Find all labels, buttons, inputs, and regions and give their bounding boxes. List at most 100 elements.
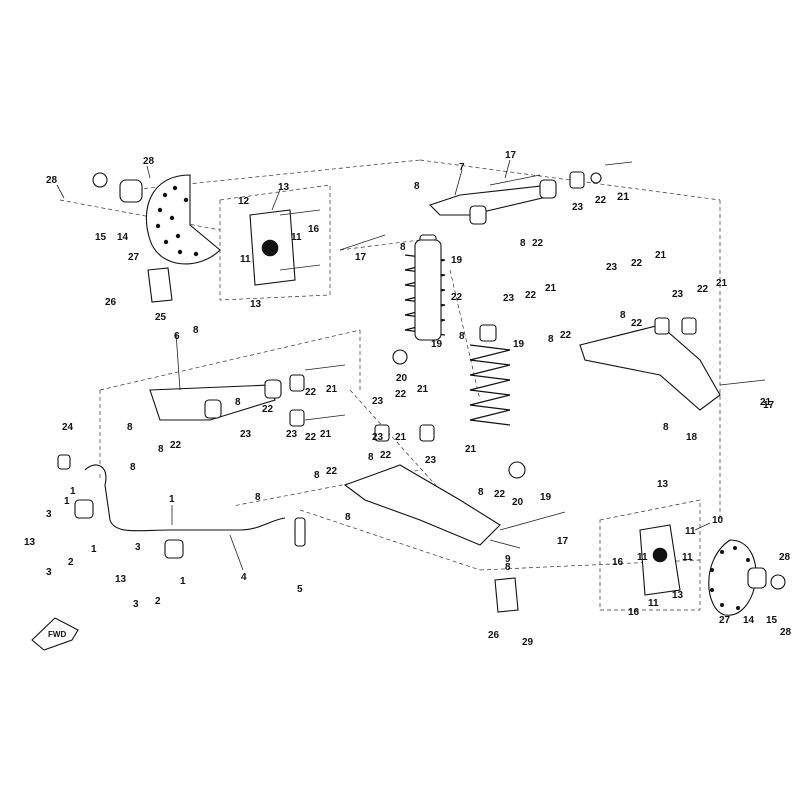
callout-19d: 19 — [540, 492, 552, 503]
callout-24: 24 — [62, 422, 74, 433]
callout-21g: 21 — [417, 384, 429, 395]
callout-21d: 21 — [716, 278, 728, 289]
callout-22a: 22 — [595, 195, 607, 206]
lower-arm-left — [149, 364, 346, 427]
callout-22l: 22 — [262, 404, 274, 415]
callout-20b: 20 — [512, 497, 524, 508]
snap-ring-left — [92, 172, 108, 188]
callout-27b: 27 — [719, 615, 731, 626]
upper-a-arm-right — [579, 317, 766, 411]
callout-5: 5 — [297, 584, 303, 595]
snap-ring-right — [770, 574, 786, 590]
callout-20a: 20 — [396, 373, 408, 384]
upper-a-arm-top — [428, 161, 633, 225]
callout-23b: 23 — [503, 293, 515, 304]
callout-29: 29 — [522, 637, 534, 648]
callout-23f: 23 — [372, 396, 384, 407]
callout-12: 12 — [238, 196, 250, 207]
callout-8m: 8 — [130, 462, 136, 473]
callout-8o: 8 — [478, 487, 484, 498]
callout-8c: 8 — [400, 242, 406, 253]
callout-8q: 8 — [505, 562, 511, 573]
caliper-bracket-right — [494, 577, 519, 613]
callout-16a: 16 — [308, 224, 320, 235]
callout-8r: 8 — [255, 492, 261, 503]
callout-17c: 17 — [763, 400, 775, 411]
callout-14b: 14 — [743, 615, 755, 626]
callout-21i: 21 — [760, 397, 772, 408]
callout-2a: 2 — [68, 557, 74, 568]
callout-21f: 21 — [320, 429, 332, 440]
callout-9: 9 — [505, 554, 511, 565]
callout-23a: 23 — [572, 202, 584, 213]
callout-3d: 3 — [133, 599, 139, 610]
callout-11d: 11 — [637, 552, 648, 563]
brake-disc-holes-right — [710, 546, 750, 610]
callout-28d: 28 — [780, 627, 792, 638]
callout-21a: 21 — [617, 191, 629, 203]
stabilizer-bar — [57, 454, 306, 559]
callout-15a: 15 — [95, 232, 107, 243]
shock-absorber-rear — [469, 324, 526, 479]
callout-28c: 28 — [779, 552, 791, 563]
brake-disc-right — [708, 539, 757, 616]
callout-22c: 22 — [451, 292, 463, 303]
callout-26b: 26 — [488, 630, 500, 641]
callout-7: 7 — [459, 162, 465, 173]
callout-22p: 22 — [494, 489, 506, 500]
right-hub-assembly — [494, 524, 786, 616]
callout-8k: 8 — [368, 452, 374, 463]
callout-4: 4 — [241, 572, 247, 583]
callout-13d: 13 — [672, 590, 684, 601]
callout-8h: 8 — [127, 422, 133, 433]
callout-23d: 23 — [672, 289, 684, 300]
callout-22g: 22 — [631, 318, 643, 329]
callout-21c: 21 — [655, 250, 667, 261]
callout-11b: 11 — [240, 254, 251, 265]
callout-13e: 13 — [24, 537, 36, 548]
callout-22f: 22 — [697, 284, 709, 295]
callout-23h: 23 — [425, 455, 437, 466]
callout-8a: 8 — [414, 181, 420, 192]
callout-22n: 22 — [380, 450, 392, 461]
callout-11c: 11 — [685, 526, 696, 537]
callout-13f: 13 — [115, 574, 127, 585]
callout-8e: 8 — [620, 310, 626, 321]
callout-14a: 14 — [117, 232, 129, 243]
callout-19c: 19 — [513, 339, 525, 350]
callout-21j: 21 — [395, 432, 407, 443]
brake-disc-left — [145, 174, 221, 265]
callout-3a: 3 — [46, 509, 52, 520]
callout-22o: 22 — [326, 466, 338, 477]
callout-26a: 26 — [105, 297, 117, 308]
callout-21e: 21 — [326, 384, 338, 395]
callout-27a: 27 — [128, 252, 140, 263]
brake-disc-holes-left — [155, 185, 199, 257]
lower-arm-center — [343, 424, 566, 546]
callout-19b: 19 — [431, 339, 443, 350]
callout-6: 6 — [174, 331, 180, 342]
callout-8j: 8 — [235, 397, 241, 408]
callout-1c: 1 — [91, 544, 97, 555]
callout-1d: 1 — [169, 494, 175, 505]
callout-13a: 13 — [278, 182, 290, 193]
left-hub-assembly — [92, 172, 386, 303]
callout-8l: 8 — [663, 422, 669, 433]
callout-3b: 3 — [46, 567, 52, 578]
callout-28b: 28 — [143, 156, 155, 167]
callout-23g: 23 — [286, 429, 298, 440]
callout-13c: 13 — [657, 479, 669, 490]
bearing-left — [119, 179, 143, 203]
callout-8i: 8 — [158, 444, 164, 455]
callout-25: 25 — [155, 312, 167, 323]
callout-16c: 16 — [628, 607, 640, 618]
callout-2b: 2 — [155, 596, 161, 607]
callout-17b: 17 — [505, 150, 517, 161]
callout-22i: 22 — [305, 387, 317, 398]
callout-1e: 1 — [180, 576, 186, 587]
callout-22k: 22 — [395, 389, 407, 400]
callout-8d: 8 — [193, 325, 199, 336]
callouts: 28 28 15 14 27 12 13 16 11 11 13 26 25 1… — [24, 150, 792, 648]
callout-8n: 8 — [314, 470, 320, 481]
